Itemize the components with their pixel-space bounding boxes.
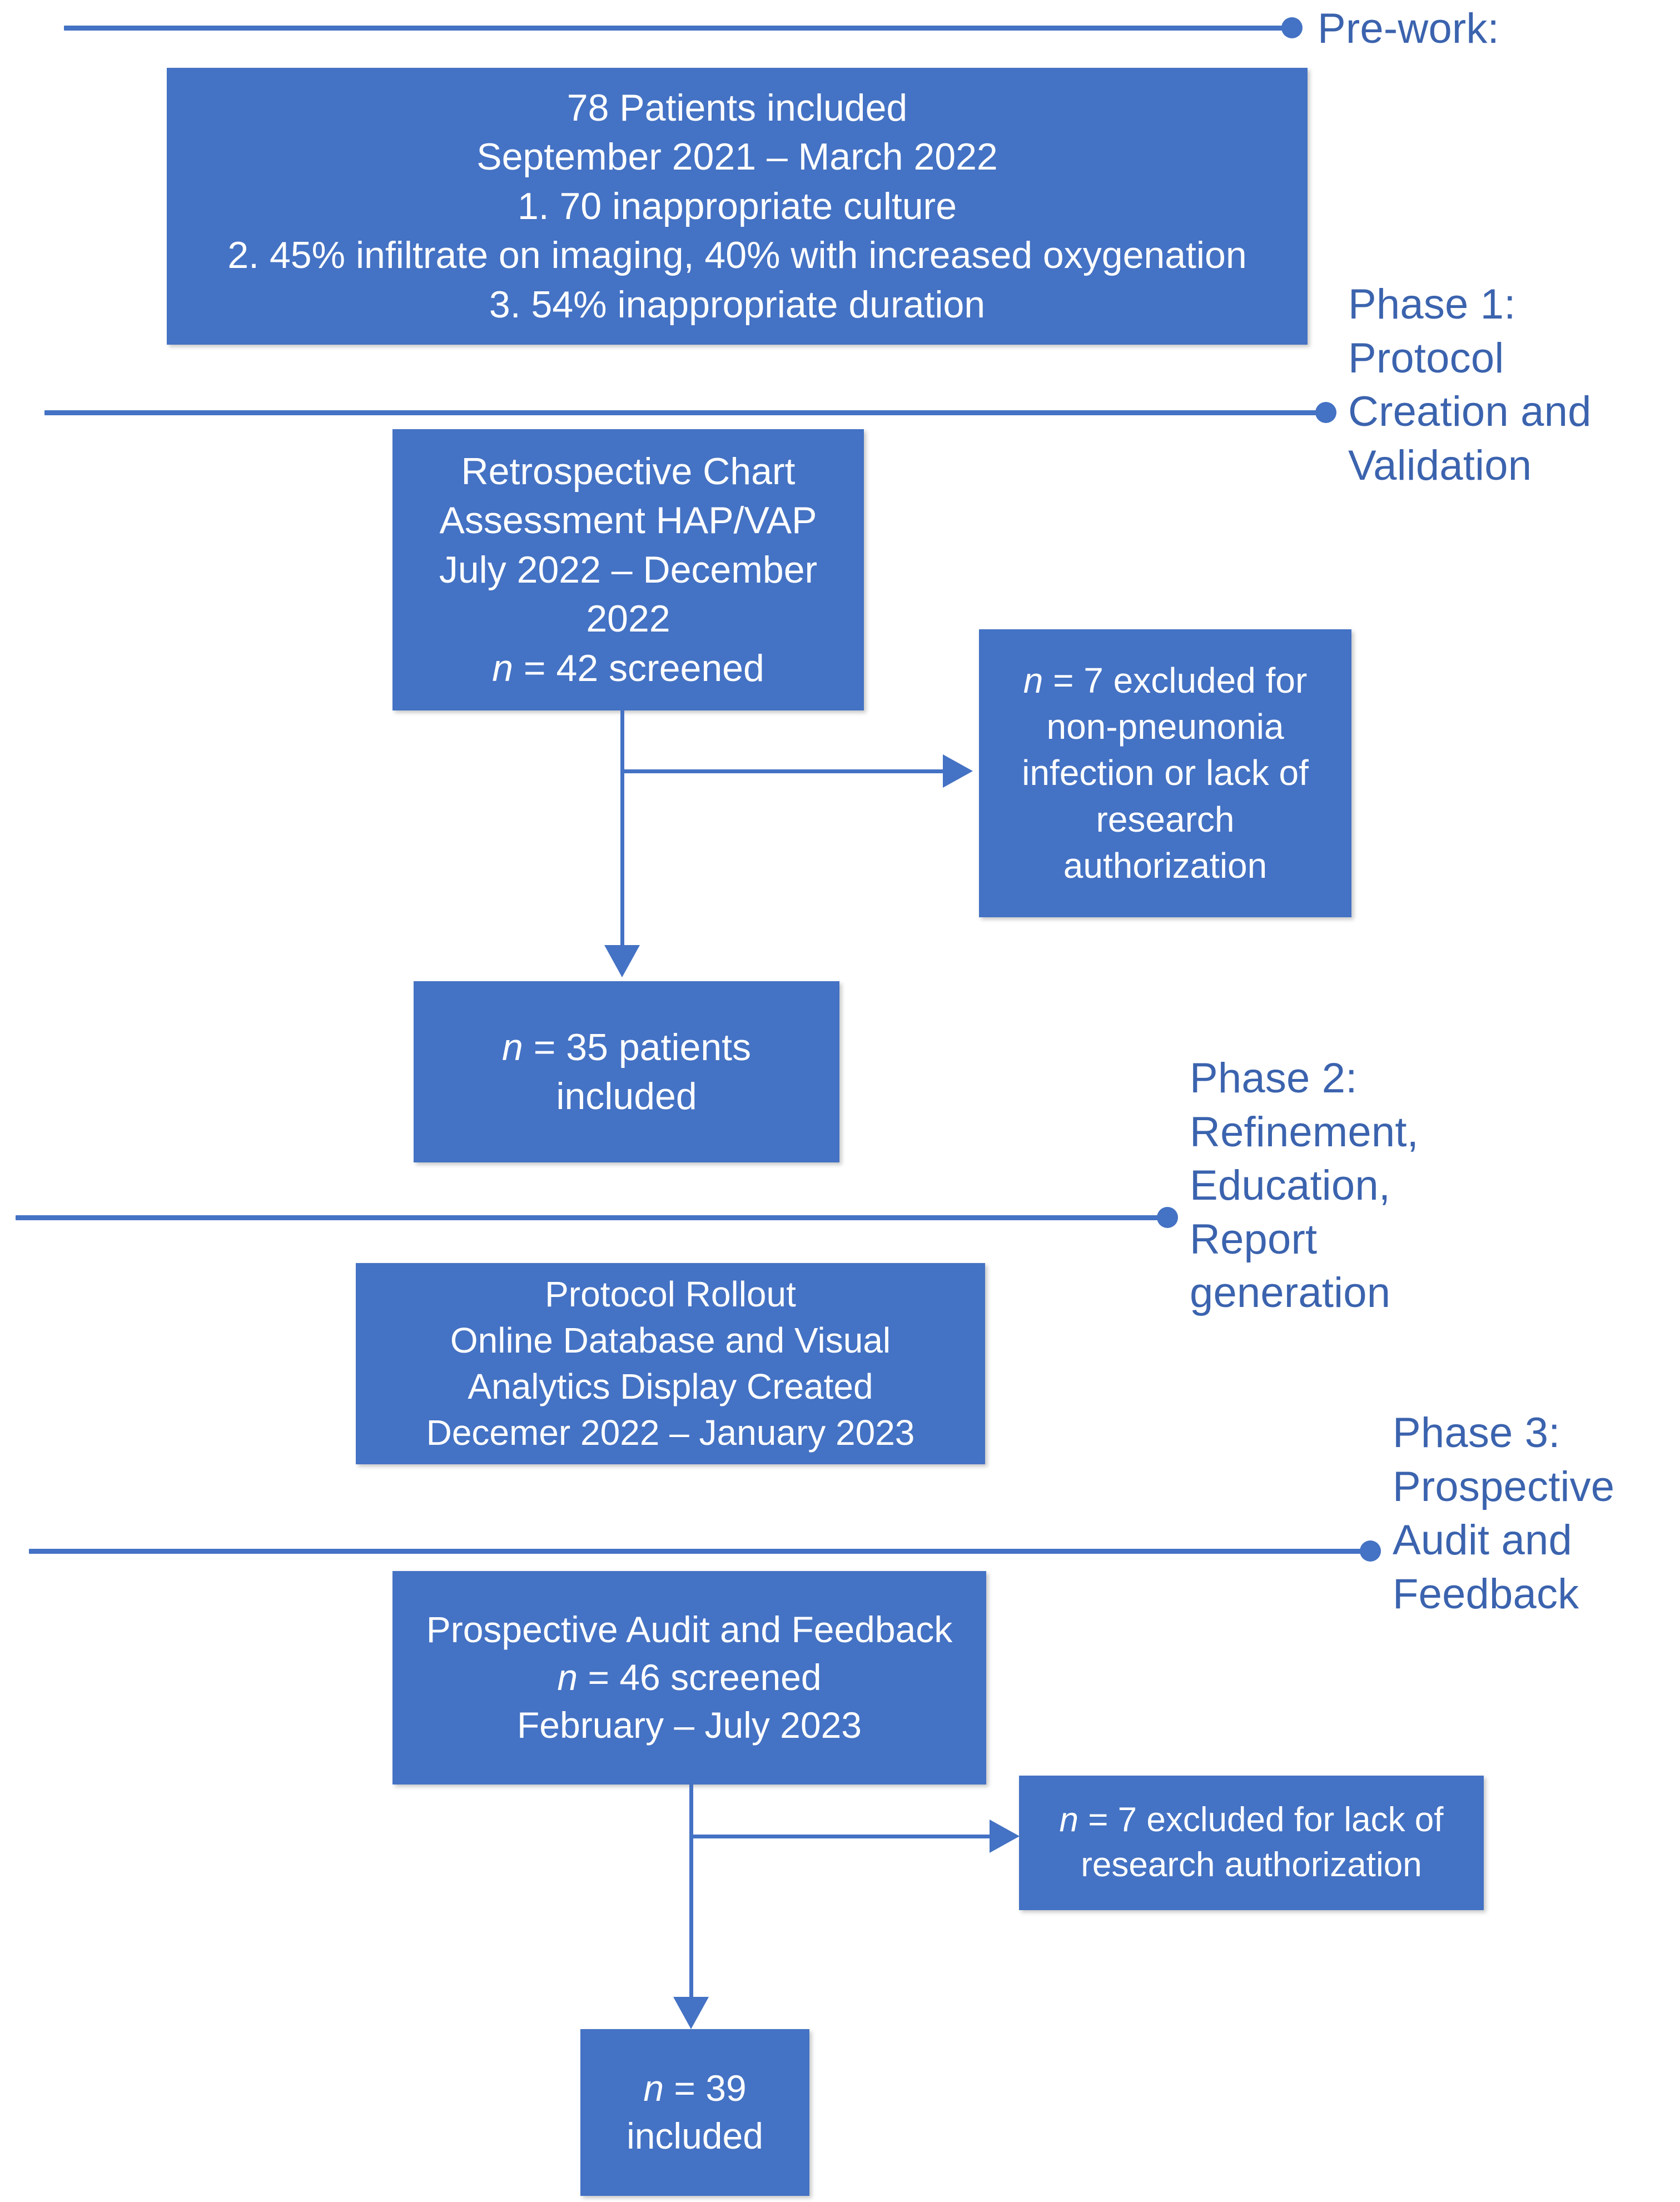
timeline-rule-prework (64, 26, 1293, 31)
arrowhead-retrospective-include (604, 945, 640, 977)
arrowhead-prospective-include (673, 1997, 709, 2029)
phase-label-prework: Pre-work: (1318, 5, 1499, 52)
timeline-dot-phase3 (1360, 1540, 1381, 1562)
timeline-rule-phase1 (44, 410, 1328, 415)
timeline-dot-prework (1281, 17, 1303, 38)
box-prework-summary-text: 78 Patients included September 2021 – Ma… (227, 87, 1247, 326)
timeline-dot-phase1 (1315, 402, 1336, 423)
box-prework-summary: 78 Patients included September 2021 – Ma… (167, 68, 1308, 345)
phase-label-phase2: Phase 2: Refinement, Education, Report g… (1190, 1055, 1419, 1317)
phase-label-phase3: Phase 3: Prospective Audit and Feedback (1393, 1409, 1615, 1618)
connector-prospective-stem (689, 1785, 693, 2024)
timeline-rule-phase2 (16, 1215, 1169, 1220)
timeline-dot-phase2 (1157, 1207, 1178, 1228)
arrowhead-prospective-exclude (990, 1820, 1020, 1853)
box-protocol-rollout-text: Protocol Rollout Online Database and Vis… (426, 1274, 915, 1453)
connector-prospective-exclude-arm (689, 1835, 990, 1838)
timeline-rule-phase3 (29, 1549, 1362, 1554)
connector-retrospective-exclude-arm (620, 769, 943, 773)
connector-retrospective-stem (620, 710, 624, 970)
arrowhead-retrospective-exclude (943, 754, 973, 788)
phase-label-phase1: Phase 1: Protocol Creation and Validatio… (1348, 281, 1592, 489)
box-protocol-rollout: Protocol Rollout Online Database and Vis… (356, 1263, 985, 1464)
